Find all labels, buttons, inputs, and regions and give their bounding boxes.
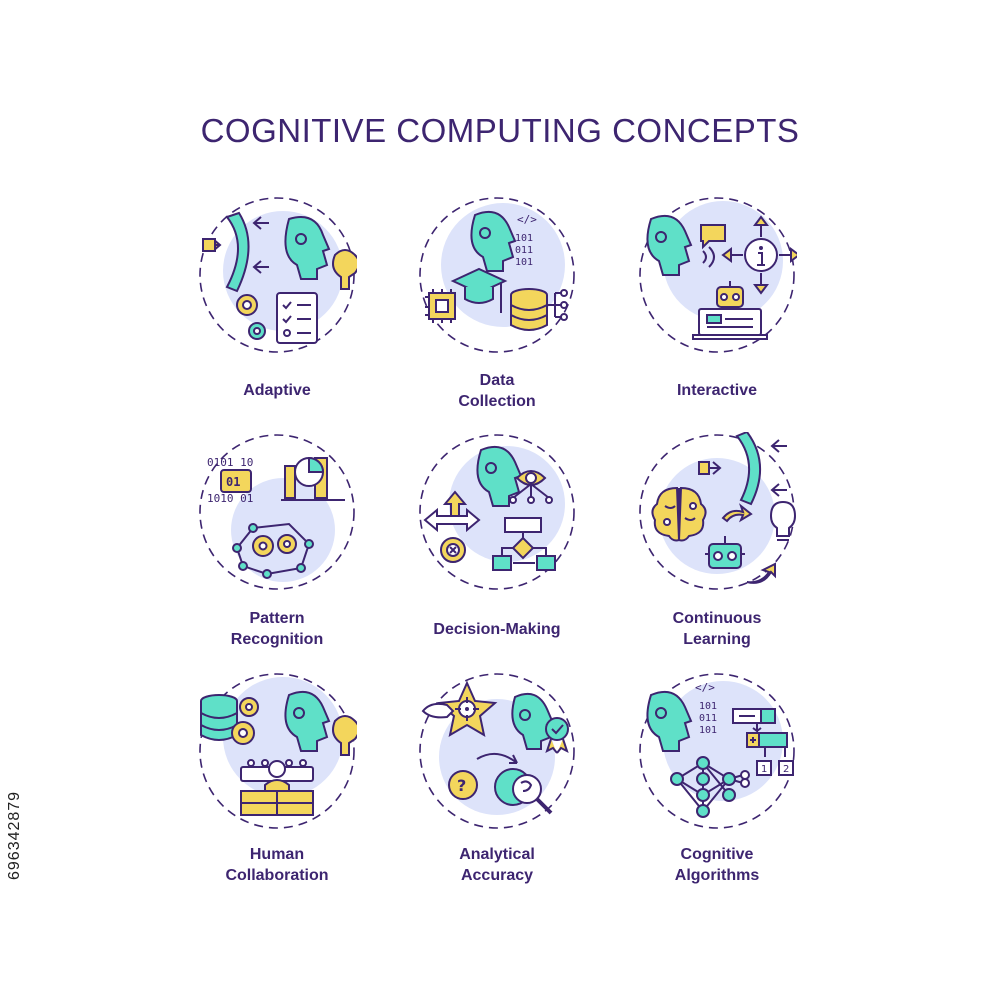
human-collaboration-icon <box>199 673 357 829</box>
adaptive-icon <box>199 197 357 353</box>
analytical-accuracy-icon: ? <box>419 673 575 829</box>
cognitive-algorithms-icon: </> 101 011 101 1 2 <box>639 673 795 829</box>
pattern-recognition-icon: 0101 10 1010 01 01 <box>199 434 355 590</box>
svg-text:</>: </> <box>517 213 537 226</box>
svg-text:011: 011 <box>699 713 717 724</box>
page-title: COGNITIVE COMPUTING CONCEPTS <box>200 112 800 149</box>
decision-making-icon <box>419 434 575 590</box>
svg-text:</>: </> <box>695 681 715 694</box>
svg-text:011: 011 <box>515 245 533 256</box>
svg-text:01: 01 <box>226 475 240 489</box>
stock-id-text: 696342879 <box>6 790 23 880</box>
svg-text:101: 101 <box>515 233 533 244</box>
svg-text:?: ? <box>457 776 466 795</box>
svg-text:0101 10: 0101 10 <box>207 456 253 469</box>
svg-text:101: 101 <box>699 725 717 736</box>
interactive-icon <box>639 197 797 353</box>
svg-text:1: 1 <box>761 764 767 775</box>
svg-text:2: 2 <box>783 764 789 775</box>
continuous-learning-icon <box>639 432 797 590</box>
concept-label: Adaptive <box>243 382 311 399</box>
svg-text:101: 101 <box>699 701 717 712</box>
concept-label: Interactive <box>676 382 758 399</box>
data-collection-icon: </> 101 011 101 <box>419 197 575 353</box>
svg-text:101: 101 <box>515 257 533 268</box>
svg-text:1010 01: 1010 01 <box>207 492 253 505</box>
concept-label: Decision-Making <box>433 621 561 638</box>
